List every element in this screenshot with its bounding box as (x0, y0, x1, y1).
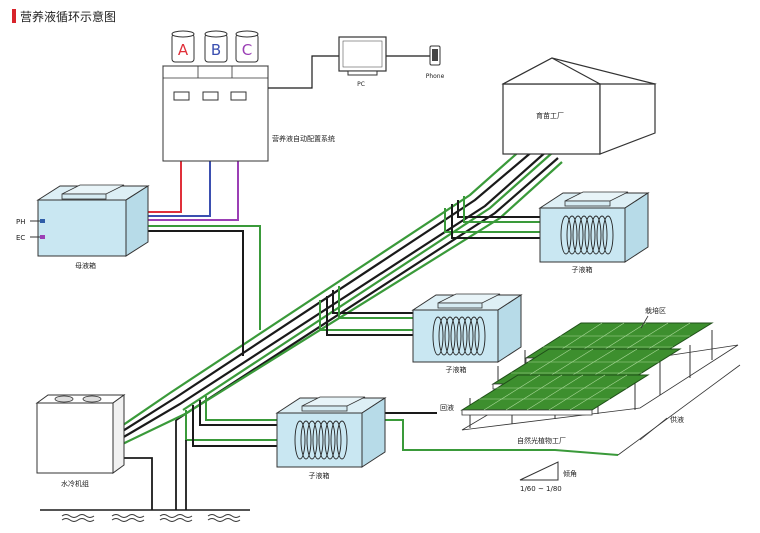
ground-pipes (118, 420, 187, 510)
sub-tank-middle (411, 293, 523, 363)
coil-middle (432, 316, 486, 356)
mother-tank-outlet-pipes (135, 225, 261, 356)
diagram-title: 营养液循环示意图 (20, 9, 116, 24)
water-waves (61, 514, 241, 522)
chiller-unit (35, 394, 126, 474)
greenhouse-structure (460, 322, 739, 431)
sub-tank-bottom-label: 子液箱 (309, 471, 330, 480)
coil-bottom (294, 420, 348, 460)
ph-label: PH (16, 218, 26, 226)
slope-value: 1/60 ~ 1/80 (520, 485, 562, 493)
sub-tank-top (538, 191, 650, 263)
coil-top (560, 215, 614, 255)
bottle-a-label: A (178, 41, 189, 59)
sub-tank-middle-label: 子液箱 (446, 365, 467, 374)
ph-sensor (30, 219, 45, 223)
fan-icon (54, 395, 74, 403)
greenhouse-label: 自然光植物工厂 (517, 436, 566, 445)
branch-bottom-sub-tank (185, 396, 285, 447)
ec-sensor (30, 235, 45, 239)
slope-label: 倾角 (563, 469, 577, 478)
bottle-b-label: B (211, 41, 221, 59)
sub-tank-top-label: 子液箱 (572, 265, 593, 274)
branch-mid-sub-tank (319, 286, 420, 336)
ec-label: EC (16, 234, 25, 242)
bottle-c: C (235, 30, 259, 63)
title-accent-bar (12, 9, 16, 23)
phone-icon (429, 45, 441, 66)
bottle-b: B (204, 30, 228, 63)
greenhouse-pipes (383, 412, 619, 456)
dosing-system-box (162, 65, 269, 162)
dosing-system-label: 营养液自动配置系统 (272, 134, 335, 143)
greenhouse-baseline (617, 364, 741, 456)
fan-icon (82, 395, 102, 403)
nursery-factory-label: 育苗工厂 (536, 111, 564, 120)
chiller-label: 水冷机组 (61, 479, 89, 488)
cultivation-area-pointer (640, 315, 649, 329)
panel-row-1 (460, 374, 650, 416)
supply-flow-label: 供液 (670, 415, 684, 424)
pc-label: PC (357, 81, 365, 88)
nursery-factory-building (501, 57, 657, 155)
sub-tank-bottom (275, 396, 387, 468)
branch-top-sub-tank (444, 196, 548, 239)
slope-triangle-icon (519, 461, 559, 481)
return-flow-label: 回液 (440, 403, 454, 412)
mother-tank-label: 母液箱 (75, 261, 96, 270)
mother-tank (36, 184, 150, 257)
phone-label: Phone (426, 73, 445, 80)
pc-icon (338, 36, 387, 76)
bottles: A B C (171, 30, 259, 63)
main-diagonal-green-pipes (109, 139, 563, 451)
bottle-c-label: C (242, 41, 252, 59)
cultivation-area-label: 栽培区 (645, 306, 666, 315)
pc-connection-line (262, 55, 339, 89)
bottle-a: A (171, 30, 195, 63)
